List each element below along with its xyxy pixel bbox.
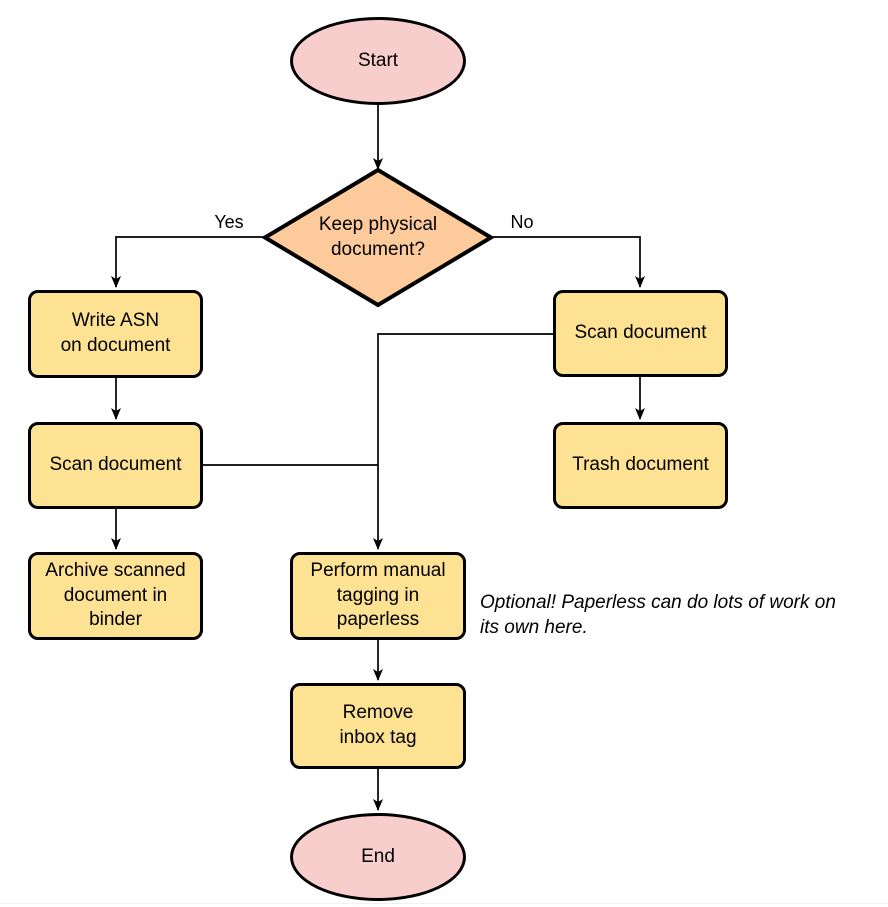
bottom-divider (0, 903, 888, 904)
decision-node: Keep physical document? (261, 166, 495, 309)
remove-inbox-node: Remove inbox tag (290, 683, 466, 769)
end-label: End (361, 845, 395, 867)
trash-node: Trash document (553, 422, 728, 509)
scan-document-right-label: Scan document (574, 322, 707, 344)
start-label: Start (357, 49, 399, 71)
remove-inbox-label: Remove inbox tag (339, 702, 417, 748)
edge-decision-no-to-scan-right (490, 236, 645, 288)
archive-node: Archive scanned document in binder (28, 552, 203, 640)
tagging-label: Perform manual tagging in paperless (310, 559, 446, 631)
start-node: Start (290, 17, 466, 105)
trash-label: Trash document (572, 454, 709, 476)
scan-document-right-node: Scan document (553, 290, 728, 377)
optional-note: Optional! Paperless can do lots of work … (480, 592, 836, 638)
scan-document-left-node: Scan document (28, 422, 203, 509)
no-edge-label: No (510, 212, 534, 232)
diamond-shape (261, 167, 495, 308)
write-asn-node: Write ASN on document (28, 290, 203, 378)
edge-scan-right-to-tagging (373, 333, 553, 550)
decision-label: Keep physical document? (318, 213, 438, 260)
edge-decision-yes-to-write-asn (111, 236, 265, 288)
scan-document-left-label: Scan document (49, 454, 182, 476)
write-asn-label: Write ASN on document (60, 310, 171, 356)
tagging-node: Perform manual tagging in paperless (290, 552, 466, 640)
yes-edge-label: Yes (214, 212, 244, 232)
end-node: End (290, 813, 466, 901)
archive-label: Archive scanned document in binder (45, 559, 186, 631)
